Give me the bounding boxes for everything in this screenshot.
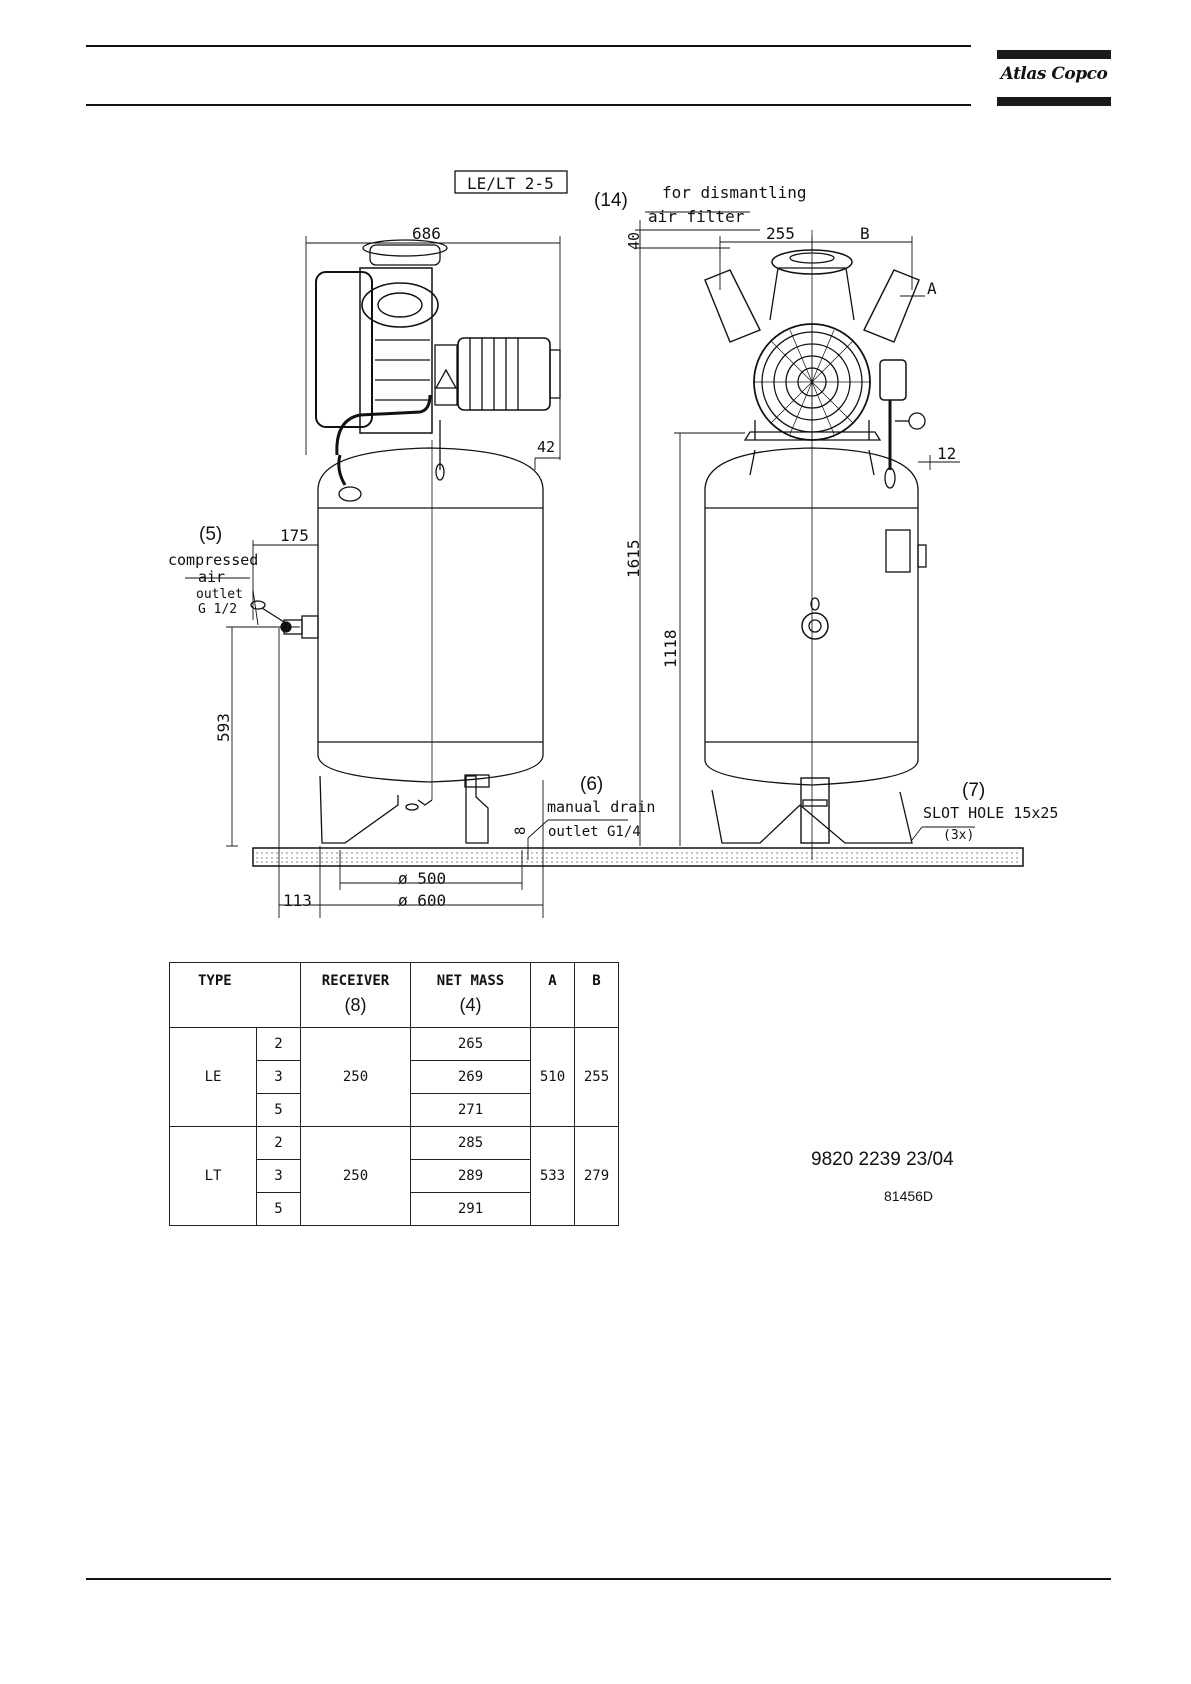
receiver-cell: 250 — [300, 1126, 411, 1226]
logo-bar-bottom — [997, 97, 1111, 106]
header-receiver: RECEIVER (8) — [300, 962, 411, 1028]
size-cell: 5 — [256, 1093, 301, 1127]
ground-slab — [252, 847, 1024, 867]
header-a: A — [530, 962, 575, 1028]
mass-cell: 271 — [410, 1093, 531, 1127]
callout-5-line1: compressed — [168, 551, 258, 569]
table-row: 3 289 — [170, 1159, 619, 1193]
logo-text: Atlas Copco — [1000, 64, 1108, 84]
a-cell: 533 — [530, 1126, 575, 1226]
b-cell: 279 — [574, 1126, 619, 1226]
atlas-copco-logo: Atlas Copco — [997, 50, 1111, 106]
drawing-number: 81456D — [884, 1188, 934, 1204]
size-cell: 5 — [256, 1192, 301, 1226]
dim-686: 686 — [412, 224, 441, 243]
callout-7: (7) — [962, 780, 985, 801]
callout-5-line2: air — [198, 568, 225, 586]
size-cell: 3 — [256, 1159, 301, 1193]
header-rule-bottom — [86, 104, 971, 106]
dim-113: 113 — [283, 891, 312, 910]
mass-cell: 269 — [410, 1060, 531, 1094]
callout-14-line2: air filter — [648, 207, 745, 226]
header-net-mass: NET MASS (4) — [410, 962, 531, 1028]
tank-side — [704, 447, 919, 786]
b-cell: 255 — [574, 1027, 619, 1127]
callout-6: (6) — [580, 774, 603, 795]
callout-5: (5) — [199, 524, 222, 545]
dim-12: 12 — [937, 444, 956, 463]
type-cell: LT — [169, 1126, 257, 1226]
footer-rule — [86, 1578, 1111, 1580]
size-cell: 2 — [256, 1027, 301, 1061]
table-row: 5 291 — [170, 1192, 619, 1226]
mass-cell: 285 — [410, 1126, 531, 1160]
mass-cell: 291 — [410, 1192, 531, 1226]
size-cell: 2 — [256, 1126, 301, 1160]
callout-6-line1: manual drain — [547, 798, 655, 816]
header-b: B — [574, 962, 619, 1028]
header-rule-top — [86, 45, 971, 47]
tank-front — [317, 447, 544, 783]
logo-bar-top — [997, 50, 1111, 59]
type-cell: LE — [169, 1027, 257, 1127]
flywheel-guard — [315, 271, 373, 428]
dim-593: 593 — [214, 713, 233, 742]
header-type: TYPE — [169, 962, 301, 1028]
callout-14: (14) — [594, 190, 628, 211]
callout-7-line1: SLOT HOLE 15x25 — [923, 804, 1058, 822]
motor-front — [457, 337, 551, 411]
callout-5-line3: outlet — [196, 587, 243, 602]
table-header-row: TYPE RECEIVER (8) NET MASS (4) A B — [169, 962, 619, 1028]
dim-42: 42 — [537, 438, 555, 456]
mass-cell: 289 — [410, 1159, 531, 1193]
dim-dia-500: ø 500 — [398, 869, 446, 888]
callout-6-line2: outlet G1/4 — [548, 824, 641, 840]
a-cell: 510 — [530, 1027, 575, 1127]
dim-1615: 1615 — [624, 539, 643, 578]
compressor-drawing: LE/LT 2-5 686 175 42 12 ø 500 ø 600 113 … — [168, 170, 1058, 918]
table-row: 3 269 — [170, 1060, 619, 1094]
dim-255: 255 — [766, 224, 795, 243]
callout-14-line1: for dismantling — [662, 183, 807, 202]
spec-table: TYPE RECEIVER (8) NET MASS (4) A B LE 2 … — [169, 962, 619, 1226]
mass-cell: 265 — [410, 1027, 531, 1061]
dim-dia-600: ø 600 — [398, 891, 446, 910]
dim-40: 40 — [625, 232, 643, 250]
dim-8: 8 — [513, 827, 529, 835]
model-label: LE/LT 2-5 — [467, 174, 554, 193]
table-row: LT 2 250 285 533 279 — [169, 1126, 619, 1226]
receiver-cell: 250 — [300, 1027, 411, 1127]
size-cell: 3 — [256, 1060, 301, 1094]
dim-a: A — [927, 279, 937, 298]
dim-175: 175 — [280, 526, 309, 545]
dim-b: B — [860, 224, 870, 243]
document-number: 9820 2239 23/04 — [811, 1149, 954, 1170]
callout-5-line4: G 1/2 — [198, 602, 237, 617]
model-label-box — [454, 170, 568, 194]
dim-1118: 1118 — [661, 629, 680, 668]
table-row: LE 2 250 265 510 255 — [169, 1027, 619, 1127]
callout-7-line2: (3x) — [943, 828, 974, 843]
table-row: 5 271 — [170, 1093, 619, 1127]
